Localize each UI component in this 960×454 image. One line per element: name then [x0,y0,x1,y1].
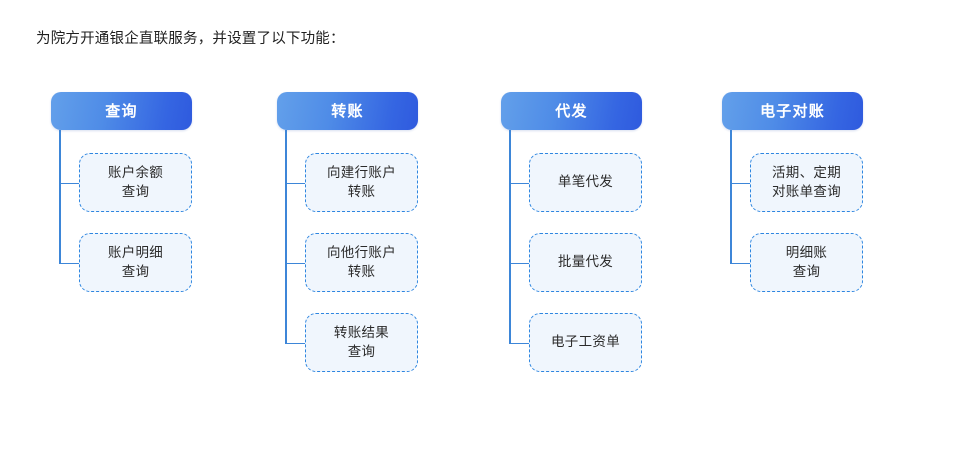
column-header-label: 代发 [555,101,588,120]
connector-elbow [285,262,305,265]
tree-node[interactable]: 批量代发 [529,233,642,292]
tree-node-label: 活期、定期 对账单查询 [772,164,841,200]
connector-elbow [509,182,529,185]
tree-node[interactable]: 账户明细 查询 [79,233,192,292]
tree-node[interactable]: 电子工资单 [529,313,642,372]
column-header-query[interactable]: 查询 [51,92,192,130]
tree-node[interactable]: 账户余额 查询 [79,153,192,212]
tree-node-label: 向建行账户 转账 [327,164,396,200]
connector-trunk [730,130,732,263]
tree-node-label: 批量代发 [557,254,614,270]
column-header-e-reconciliation[interactable]: 电子对账 [722,92,863,130]
connector-elbow [285,342,305,345]
tree-node-label: 账户余额 查询 [107,164,164,200]
tree-node[interactable]: 向建行账户 转账 [305,153,418,212]
tree-node-label: 向他行账户 转账 [327,244,396,280]
tree-node-label: 转账结果 查询 [333,324,390,360]
tree-node[interactable]: 向他行账户 转账 [305,233,418,292]
intro-paragraph: 为院方开通银企直联服务，并设置了以下功能： [36,31,345,47]
tree-node[interactable]: 单笔代发 [529,153,642,212]
connector-elbow [59,262,79,265]
connector-elbow [730,182,750,185]
connector-elbow [59,182,79,185]
tree-node[interactable]: 转账结果 查询 [305,313,418,372]
column-header-transfer[interactable]: 转账 [277,92,418,130]
connector-elbow [730,262,750,265]
connector-trunk [509,130,511,343]
column-header-payroll[interactable]: 代发 [501,92,642,130]
column-header-label: 电子对账 [760,101,825,120]
tree-node-label: 单笔代发 [557,174,614,190]
tree-node-label: 电子工资单 [551,334,620,350]
connector-elbow [285,182,305,185]
connector-elbow [509,262,529,265]
column-header-label: 转账 [331,101,364,120]
connector-trunk [285,130,287,343]
connector-trunk [59,130,61,263]
tree-node-label: 明细账 查询 [785,244,828,280]
tree-node-label: 账户明细 查询 [107,244,164,280]
connector-elbow [509,342,529,345]
tree-node[interactable]: 活期、定期 对账单查询 [750,153,863,212]
tree-node[interactable]: 明细账 查询 [750,233,863,292]
column-header-label: 查询 [105,101,138,120]
